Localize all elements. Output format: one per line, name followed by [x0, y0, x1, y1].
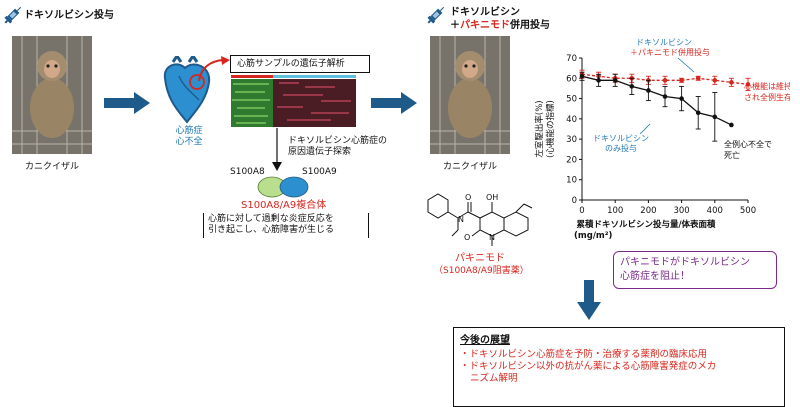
heart-label-line2: 心不全 [175, 137, 203, 148]
right-title-drug: パキニモド [460, 20, 510, 31]
right-title: ドキソルビシン ＋パキニモド併用投与 [450, 6, 550, 32]
gene-heatmap [231, 75, 356, 127]
effect-line2: 引き起こし、心筋障害が生じる [208, 225, 335, 236]
series-line-0 [581, 73, 749, 86]
down-arrow-thin [271, 128, 283, 172]
dox-annotation-line2: 死亡 [724, 150, 740, 160]
down-arrow-big [577, 280, 601, 320]
y-tick-label: 60 [566, 74, 577, 84]
data-point [629, 84, 635, 89]
data-point [695, 110, 701, 116]
data-point [579, 73, 585, 79]
series-name-combo-line2: ＋パキニモド併用投与 [630, 47, 710, 57]
heart-label: 心筋症 心不全 [175, 126, 204, 149]
combo-annotation-line1: 心機能は維持 [744, 81, 790, 91]
protein-complex-icon [257, 176, 309, 198]
x-tick-label: 500 [740, 206, 756, 216]
outlook-item1: ・ドキソルビシン心筋症を予防・治療する薬剤の臨床応用 [460, 349, 708, 360]
right-title-line2: ＋パキニモド併用投与 [450, 19, 550, 32]
data-point [646, 88, 651, 93]
data-point [662, 78, 668, 83]
protein-a-label: S100A8 [230, 167, 265, 177]
syringe-icon-right [425, 4, 447, 26]
left-title: ドキソルビシン投与 [24, 10, 114, 21]
svg-text:N: N [489, 233, 495, 242]
complex-label: S100A8/A9複合体 [241, 200, 327, 211]
svg-text:O: O [464, 233, 470, 242]
outlook-item2-line2: ニズム解明 [470, 372, 518, 384]
monkey-label-right: カニクイザル [443, 162, 498, 172]
series-name-combo-line1: ドキソルビシン [636, 38, 692, 47]
data-point [695, 75, 701, 81]
svg-text:O: O [465, 193, 471, 202]
gene-search-line2: 原因遺伝子探索 [288, 147, 352, 158]
effect-line1: 心筋に対して過剰な炎症反応を [208, 214, 334, 224]
heart-icon [157, 53, 217, 124]
syringe-icon [2, 4, 24, 26]
gene-search-label: ドキソルビシン心筋症の 原因遺伝子探索 [288, 136, 387, 159]
series-name-dox-line2: のみ投与 [605, 143, 637, 153]
dox-pointer [639, 123, 651, 135]
data-point [596, 78, 601, 83]
analysis-box: 心筋サンプルの遺伝子解析 [230, 55, 370, 73]
monkey-photo-left [12, 36, 92, 154]
series-name-dox-line1: ドキソルビシン [593, 134, 649, 143]
x-tick-label: 100 [607, 206, 623, 216]
dox-annotation-line1: 全例心不全で [724, 139, 772, 149]
y-tick-label: 20 [566, 155, 577, 165]
outlook-box: 今後の展望 ・ドキソルビシン心筋症を予防・治療する薬剤の臨床応用 ・ドキソルビシ… [453, 327, 785, 407]
x-axis-label-line1: 累積ドキソルビシン投与量/体表面積 [576, 219, 716, 230]
data-point [729, 80, 734, 85]
data-point [679, 78, 684, 83]
data-point [745, 82, 751, 87]
combo-pointer [677, 57, 695, 73]
right-arrow-2 [371, 92, 417, 114]
y-tick-label: 0 [572, 196, 577, 206]
right-title-plus: ＋ [450, 20, 460, 31]
monkey-photo-right [430, 36, 510, 154]
protein-b-label: S100A9 [302, 167, 337, 177]
y-tick-label: 50 [566, 95, 577, 105]
drug-name: パキニモド [455, 253, 505, 264]
outlook-title: 今後の展望 [460, 335, 510, 346]
right-title-line1: ドキソルビシン [450, 7, 520, 18]
data-point [612, 78, 618, 83]
svg-text:N: N [458, 215, 464, 224]
svg-text:OH: OH [486, 193, 498, 202]
x-tick-label: 400 [707, 206, 723, 216]
series-line-1 [581, 75, 732, 126]
callout-line1: パキニモドがドキソルビシン [620, 257, 750, 268]
x-axis-label-line2: (mg/m²) [574, 231, 613, 241]
callout-line2: 心筋症を阻止！ [620, 271, 690, 282]
y-tick-label: 70 [566, 54, 577, 64]
callout-box: パキニモドがドキソルビシン 心筋症を阻止！ [613, 251, 777, 289]
data-point [729, 122, 734, 128]
gene-search-line1: ドキソルビシン心筋症の [288, 136, 388, 146]
y-axis-label-line2: (心機能の指標) [545, 100, 556, 158]
data-point [712, 114, 718, 120]
x-tick-label: 300 [673, 206, 689, 216]
right-title-suffix: 併用投与 [510, 20, 550, 31]
x-tick-label: 0 [579, 206, 584, 216]
heart-label-line1: 心筋症 [175, 126, 203, 136]
combo-annotation-line2: され全例生存 [744, 92, 790, 102]
y-tick-label: 30 [566, 135, 577, 145]
monkey-label-left: カニクイザル [25, 162, 80, 172]
data-point [712, 78, 718, 83]
y-tick-label: 10 [566, 176, 577, 186]
sample-pointer-arrow [195, 55, 231, 85]
y-tick-label: 40 [566, 115, 577, 125]
y-axis-label-line1: 左室駆出率(%) [534, 100, 545, 157]
data-point [662, 94, 668, 99]
x-tick-label: 200 [640, 206, 656, 216]
data-point [679, 96, 684, 101]
drug-note: （S100A8/A9阻害薬） [434, 266, 529, 276]
paquinimod-structure: N O OH O N [418, 180, 538, 260]
effect-text: 心筋に対して過剰な炎症反応を 引き起こし、心筋障害が生じる [203, 213, 369, 238]
outlook-item2-line1: ・ドキソルビシン以外の抗がん薬による心筋障害発症のメカ [460, 360, 717, 372]
right-arrow-1 [104, 92, 150, 114]
